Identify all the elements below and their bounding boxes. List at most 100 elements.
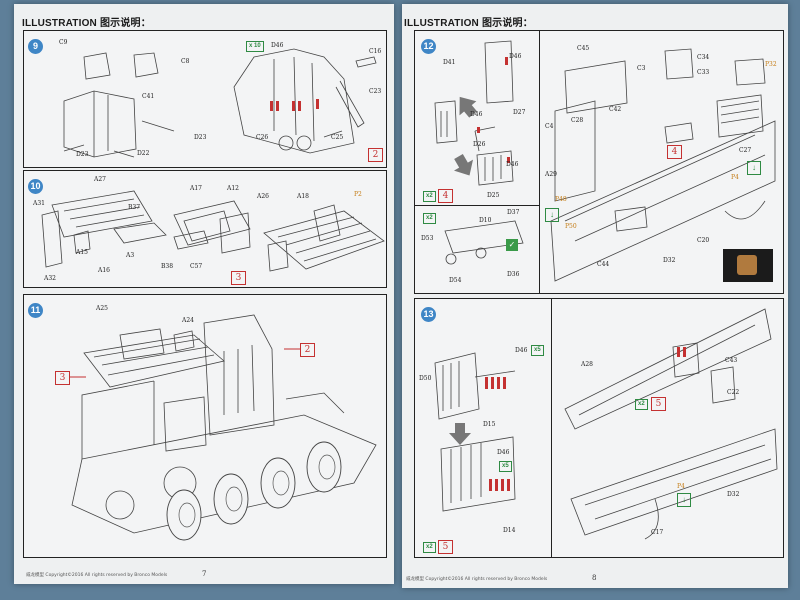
step-12-divider [539,31,540,293]
quantity-badge-x2-b: x2 [423,213,436,224]
subassembly-ref-4-b: 4 [667,145,682,159]
label-C57: C57 [190,263,203,270]
step-10-panel: 10 A27 A31 B37 A15 A3 A16 A32 [23,170,387,288]
label-P50: P50 [565,223,577,230]
step-12-badge: 12 [421,39,436,54]
quantity-badge-x2-13b: x2 [635,399,648,410]
label-A3: A3 [126,252,135,259]
left-page: ILLUSTRATION 图示说明： 9 [14,4,394,584]
subassembly-ref-3-step11: 3 [55,371,70,385]
step-11-drawing [70,314,377,541]
label-D50: D50 [419,375,432,382]
label-B38: B38 [161,263,174,270]
label-C28: C28 [571,117,584,124]
label-A24: A24 [182,317,194,324]
label-C17: C17 [651,529,664,536]
label-D32: D32 [663,257,676,264]
reference-photo [723,249,773,282]
label-A31: A31 [33,200,45,207]
label-C26: C26 [256,134,269,141]
label-A27: A27 [94,176,106,183]
label-D46-c: D46 [506,161,519,168]
label-D46-b: D46 [470,111,483,118]
subassembly-ref-5-b: 5 [438,540,453,554]
quantity-badge-x5-b: x5 [499,461,512,472]
label-C45: C45 [577,45,590,52]
label-D27: D27 [513,109,526,116]
label-D32-13: D32 [727,491,740,498]
subassembly-ref-3: 3 [231,271,246,285]
label-C34: C34 [697,54,710,61]
step-11-panel: 11 [23,294,387,558]
down-arrow-icon: ↓ [545,208,559,222]
photo-part-shape [737,255,757,275]
step-10-drawing [41,190,385,272]
subassembly-ref-2-step11: 2 [300,343,315,357]
label-B37: B37 [128,204,141,211]
label-D41: D41 [443,59,456,66]
step-13-divider [551,299,552,557]
quantity-badge-x2-13: x2 [423,542,436,553]
footer-copyright-right: 威龙模型 Copyright©2016 All rights reserved … [406,577,548,582]
label-C8: C8 [181,58,190,65]
down-arrow-icon-13: ↓ [677,493,691,507]
label-D46-13b: D46 [497,449,510,456]
quantity-badge-x10: x 10 [246,41,264,52]
label-D14: D14 [503,527,516,534]
label-D10: D10 [479,217,492,224]
step-9-drawing [63,48,377,158]
subassembly-ref-4-a: 4 [438,189,453,203]
subassembly-ref-2: 2 [368,148,383,162]
label-A18: A18 [297,193,309,200]
label-D53: D53 [421,235,434,242]
label-P4-13: P4 [677,483,685,490]
label-C27: C27 [739,147,752,154]
page-header-left: ILLUSTRATION 图示说明： [22,18,151,29]
step-13-drawing [434,308,778,540]
label-A26: A26 [257,193,269,200]
quantity-badge-x2-a: x2 [423,191,436,202]
down-arrow-icon-b: ↓ [747,161,761,175]
label-D25: D25 [487,192,500,199]
step-12-drawing [434,40,776,282]
label-P48: P48 [555,196,567,203]
label-D36: D36 [507,271,520,278]
label-C9: C9 [59,39,68,46]
label-C25: C25 [331,134,344,141]
page-number-left: 7 [202,570,207,578]
label-D46: D46 [271,42,284,49]
page-header-right: ILLUSTRATION 图示说明： [404,18,533,29]
label-C33: C33 [697,69,710,76]
label-D22: D22 [137,150,150,157]
label-D54: D54 [449,277,462,284]
footer-copyright-left: 威龙模型 Copyright©2016 All rights reserved … [26,573,168,578]
label-P2: P2 [354,191,362,198]
label-C23: C23 [369,88,382,95]
label-D46-a: D46 [509,53,522,60]
label-P4: P4 [731,174,739,181]
quantity-badge-x5-a: x5 [531,345,544,356]
label-A28: A28 [581,361,593,368]
label-A29: A29 [545,171,557,178]
step-9-panel: 9 C9 C8 [23,30,387,168]
label-A32: A32 [44,275,56,282]
page-number-right: 8 [592,574,597,582]
label-D23-a: D23 [194,134,207,141]
label-A17: A17 [190,185,202,192]
label-C42: C42 [609,106,622,113]
label-C16: C16 [369,48,382,55]
label-C44: C44 [597,261,610,268]
label-C22: C22 [727,389,740,396]
label-C20: C20 [697,237,710,244]
label-P32: P32 [765,61,777,68]
step-9-badge: 9 [28,39,43,54]
subassembly-ref-5-a: 5 [651,397,666,411]
label-C41: C41 [142,93,155,100]
step-10-badge: 10 [28,179,43,194]
step-12-panel: 12 [414,30,784,294]
label-C43: C43 [725,357,738,364]
label-D15: D15 [483,421,496,428]
label-C4: C4 [545,123,554,130]
label-A15: A15 [76,249,88,256]
label-A16: A16 [98,267,110,274]
